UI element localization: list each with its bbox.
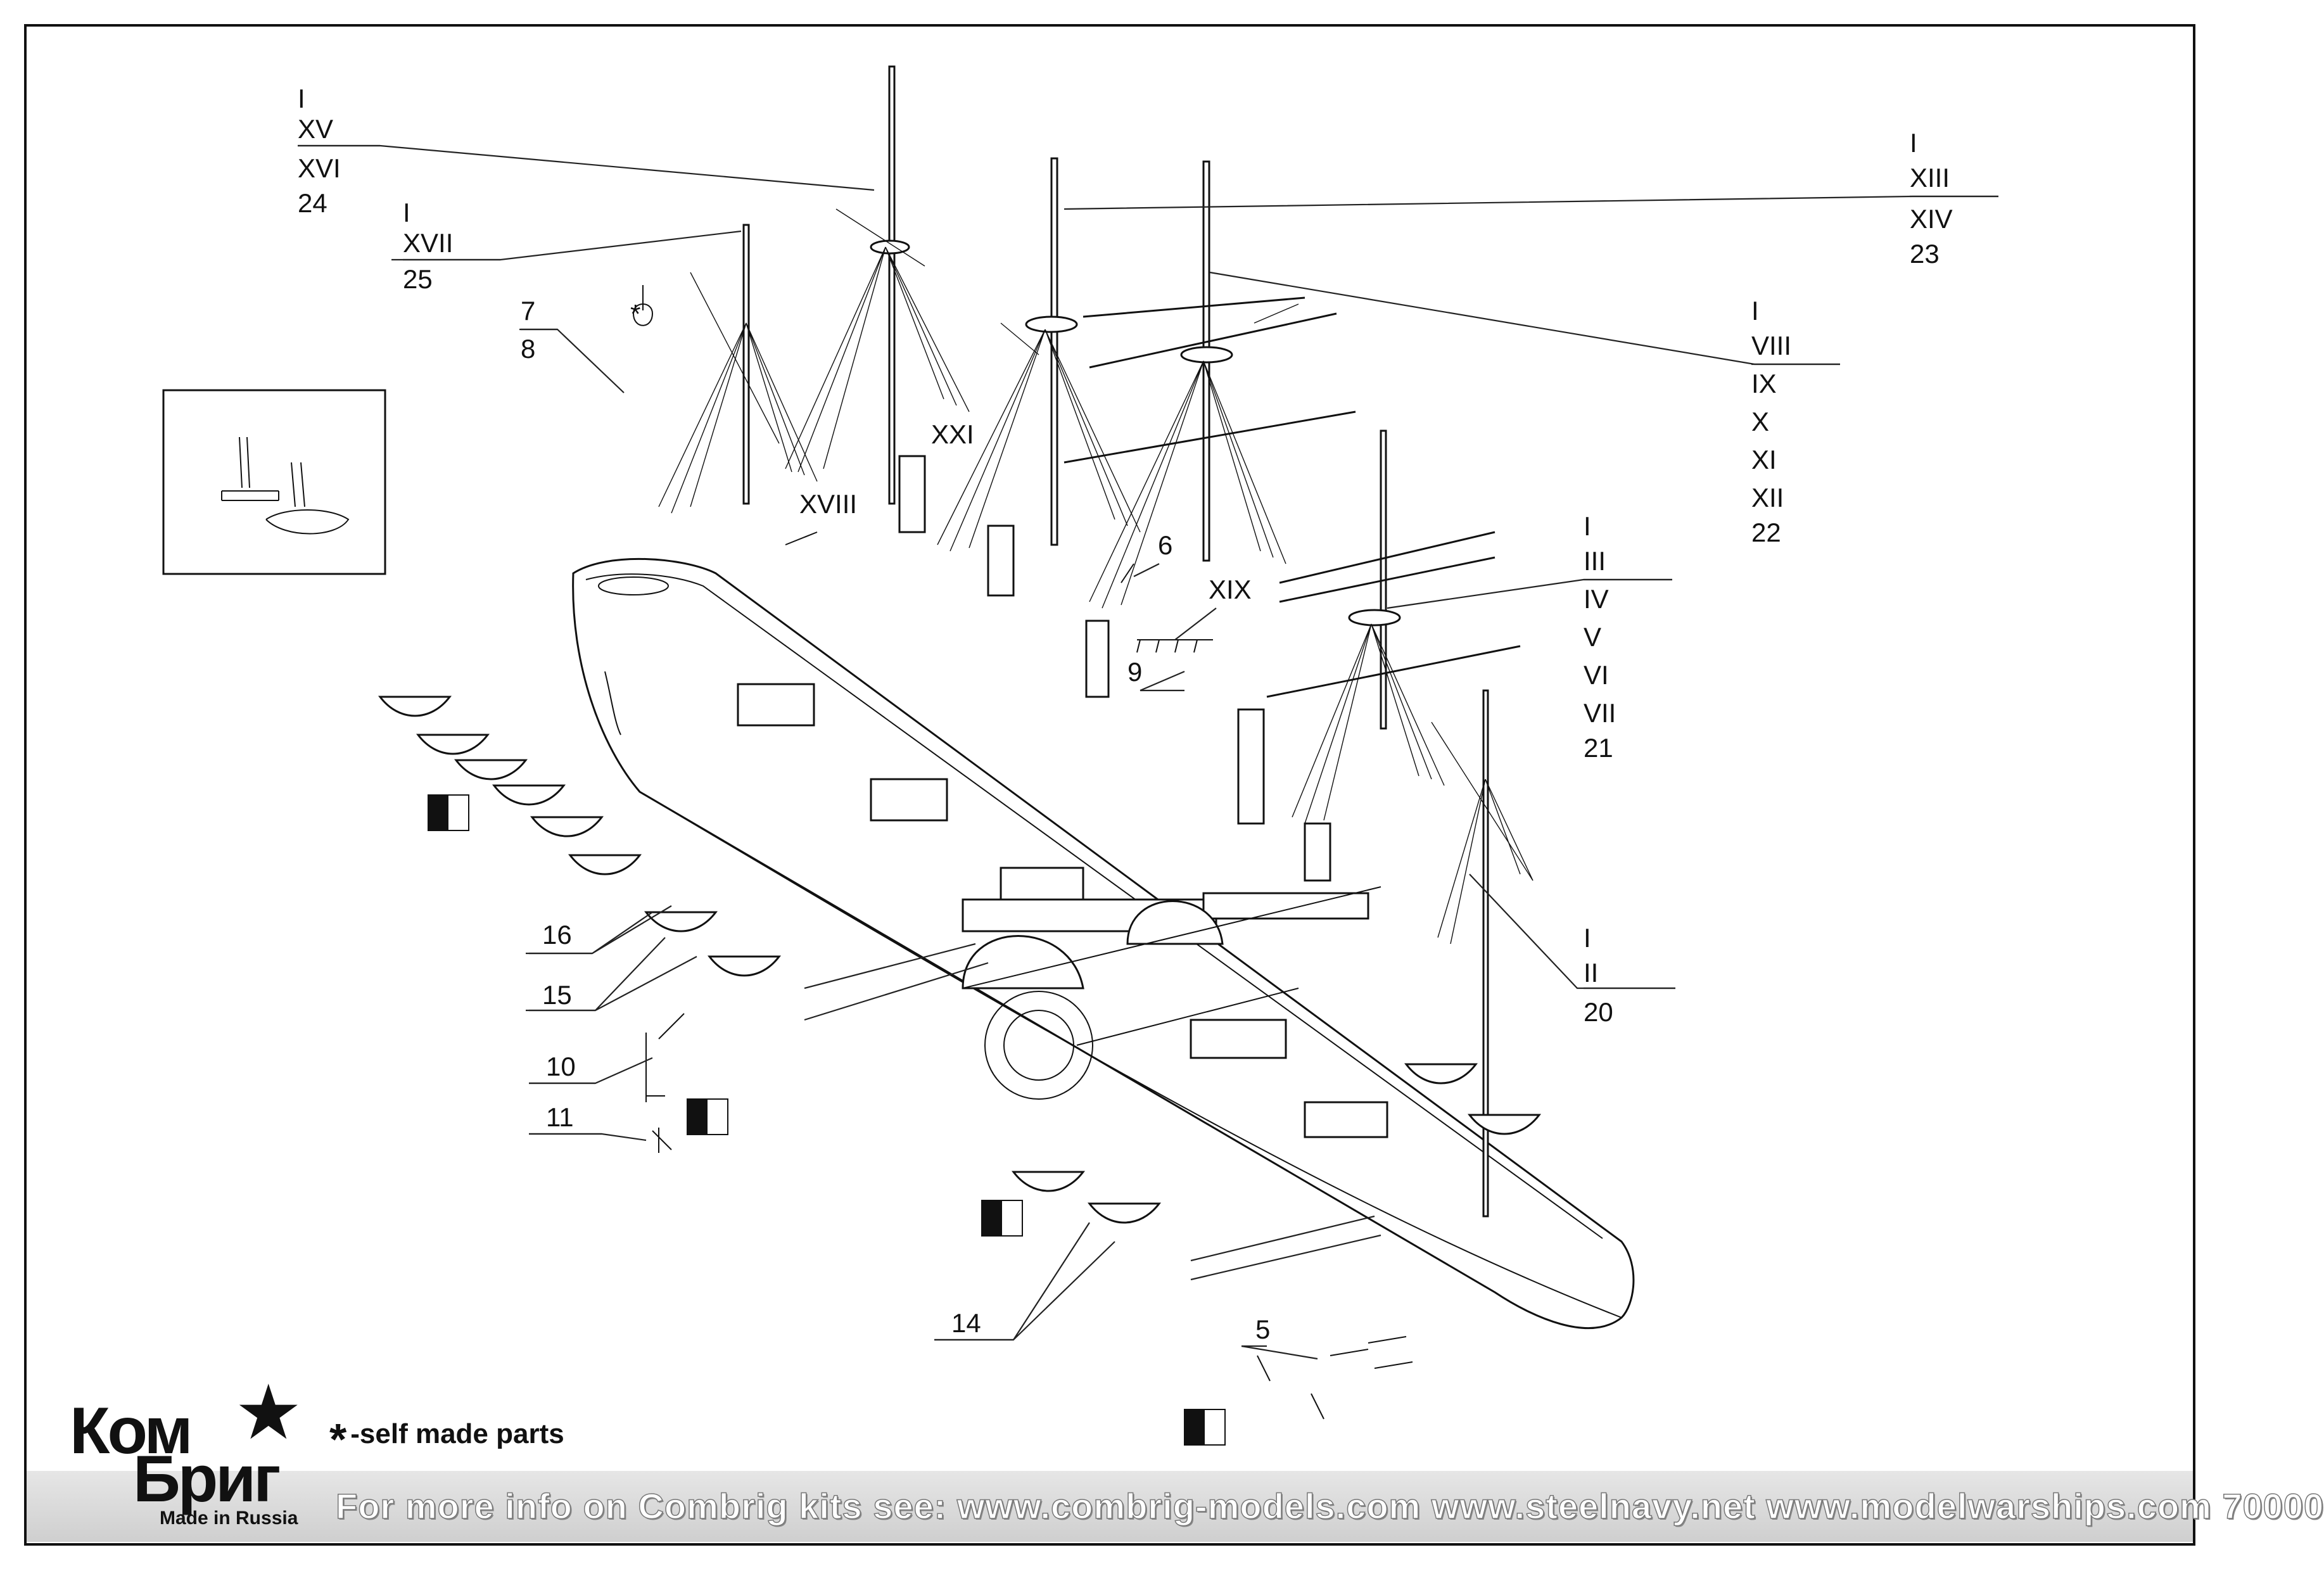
footer-band bbox=[27, 1471, 2193, 1542]
direction-markers bbox=[428, 794, 1226, 1446]
label-part-11: 11 bbox=[546, 1102, 574, 1132]
label-bow-mast-0: I bbox=[1584, 923, 1591, 953]
boats bbox=[378, 696, 1542, 1224]
asterisk-icon: * bbox=[329, 1415, 347, 1464]
label-mizzen-low-2: 25 bbox=[403, 264, 433, 294]
label-bow-mast-2: 20 bbox=[1584, 997, 1613, 1027]
label-part-15: 15 bbox=[542, 980, 572, 1010]
logo-made-in: Made in Russia bbox=[160, 1508, 298, 1529]
label-mizzen-top-1: XV bbox=[298, 114, 333, 144]
label-mizzen-low-1: XVII bbox=[403, 228, 453, 258]
label-part-9: 9 bbox=[1127, 657, 1142, 687]
label-main-yards-0: I bbox=[1751, 296, 1759, 326]
legend-text: -self made parts bbox=[350, 1418, 564, 1449]
paddle-wheel bbox=[962, 886, 1381, 1100]
label-fore-yards-4: VI bbox=[1584, 660, 1609, 690]
label-mizzen-top-3: 24 bbox=[298, 188, 327, 218]
label-fore-yards-1: III bbox=[1584, 546, 1606, 576]
label-fore-yards-2: IV bbox=[1584, 584, 1609, 614]
label-part-14: 14 bbox=[951, 1308, 981, 1338]
label-xviii: XVIII bbox=[799, 489, 857, 519]
logo-bottom-text: Бриг bbox=[133, 1442, 281, 1516]
label-main-yards-5: XII bbox=[1751, 483, 1784, 512]
star-icon: ★ bbox=[234, 1370, 303, 1455]
leader-lines bbox=[298, 144, 1998, 1360]
label-main-yards-3: X bbox=[1751, 407, 1769, 436]
combrig-logo: ★ Ком Бриг Made in Russia bbox=[63, 1375, 304, 1529]
label-fore-yards-6: 21 bbox=[1584, 733, 1613, 763]
self-made-legend: *-self made parts bbox=[329, 1414, 564, 1465]
inset-detail bbox=[162, 389, 386, 575]
label-fore-yards-3: V bbox=[1584, 622, 1601, 652]
label-main-yards-1: VIII bbox=[1751, 331, 1791, 360]
label-main-top-1: XIII bbox=[1910, 163, 1950, 193]
footer-text: For more info on Combrig kits see: www.c… bbox=[335, 1485, 2324, 1527]
small-parts bbox=[633, 285, 1413, 1420]
label-mizzen-top-2: XVI bbox=[298, 153, 341, 183]
label-main-top-3: 23 bbox=[1910, 239, 1940, 269]
label-part-10: 10 bbox=[546, 1052, 576, 1081]
label-part-8: 8 bbox=[521, 334, 535, 364]
label-main-top-0: I bbox=[1910, 128, 1917, 158]
drawing-frame bbox=[24, 24, 2195, 1546]
label-xix: XIX bbox=[1209, 575, 1252, 604]
label-asterisk: * bbox=[630, 299, 640, 329]
label-part-5: 5 bbox=[1255, 1314, 1270, 1344]
rigging bbox=[658, 208, 1533, 945]
label-fore-yards-0: I bbox=[1584, 511, 1591, 541]
label-mizzen-low-0: I bbox=[403, 198, 410, 227]
label-part-16: 16 bbox=[542, 920, 572, 950]
label-xxi: XXI bbox=[931, 419, 974, 449]
label-mizzen-top-0: I bbox=[298, 84, 305, 113]
callout-labels: I XV XVI 24 I XVII 25 7 8 * XXI XVIII I … bbox=[298, 84, 1953, 1344]
label-main-top-2: XIV bbox=[1910, 204, 1953, 234]
logo-top-text: Ком bbox=[70, 1394, 193, 1468]
label-bow-mast-1: II bbox=[1584, 958, 1598, 988]
label-main-yards-4: XI bbox=[1751, 445, 1777, 474]
label-part-6: 6 bbox=[1158, 530, 1172, 560]
label-rules bbox=[298, 144, 1998, 1347]
label-main-yards-2: IX bbox=[1751, 369, 1777, 398]
label-fore-yards-5: VII bbox=[1584, 698, 1616, 728]
label-main-yards-6: 22 bbox=[1751, 518, 1781, 547]
label-part-7: 7 bbox=[521, 296, 535, 326]
assembly-diagram: I XV XVI 24 I XVII 25 7 8 * XXI XVIII I … bbox=[162, 65, 1998, 1446]
